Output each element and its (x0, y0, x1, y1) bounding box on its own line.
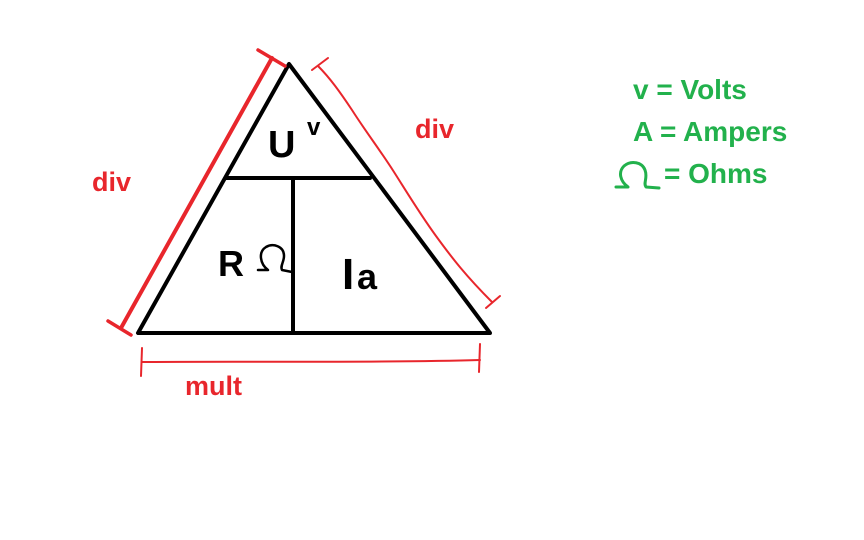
legend: v = Volts A = Ampers = Ohms (614, 74, 787, 190)
right-bracket-bottom-tick (485, 295, 501, 309)
left-bracket-top-tick (256, 48, 287, 68)
voltage-label: U (268, 124, 295, 166)
right-side-bracket (317, 65, 493, 303)
bottom-bracket-right-tick (478, 343, 481, 373)
left-side-bracket (119, 56, 274, 330)
ohm-icon (256, 244, 294, 274)
ohm-icon (614, 161, 661, 190)
bottom-side-bracket (141, 359, 481, 363)
legend-item-ohms: = Ohms (664, 158, 767, 189)
voltage-unit-superscript: v (307, 114, 321, 141)
left-bracket-bottom-tick (106, 319, 133, 337)
red-annotation-brackets (106, 48, 501, 377)
right-bracket-top-tick (311, 57, 329, 71)
legend-item-volts: v = Volts (633, 74, 747, 105)
current-unit-label: a (357, 256, 378, 297)
right-side-annotation: div (415, 114, 454, 144)
legend-item-ampers: A = Ampers (633, 116, 787, 147)
triangle (136, 62, 492, 335)
bottom-side-annotation: mult (185, 371, 242, 401)
left-side-annotation: div (92, 167, 131, 197)
current-label: I (342, 250, 354, 299)
resistance-label: R (218, 243, 244, 284)
triangle-outline (136, 62, 492, 335)
bottom-bracket-left-tick (140, 347, 143, 377)
